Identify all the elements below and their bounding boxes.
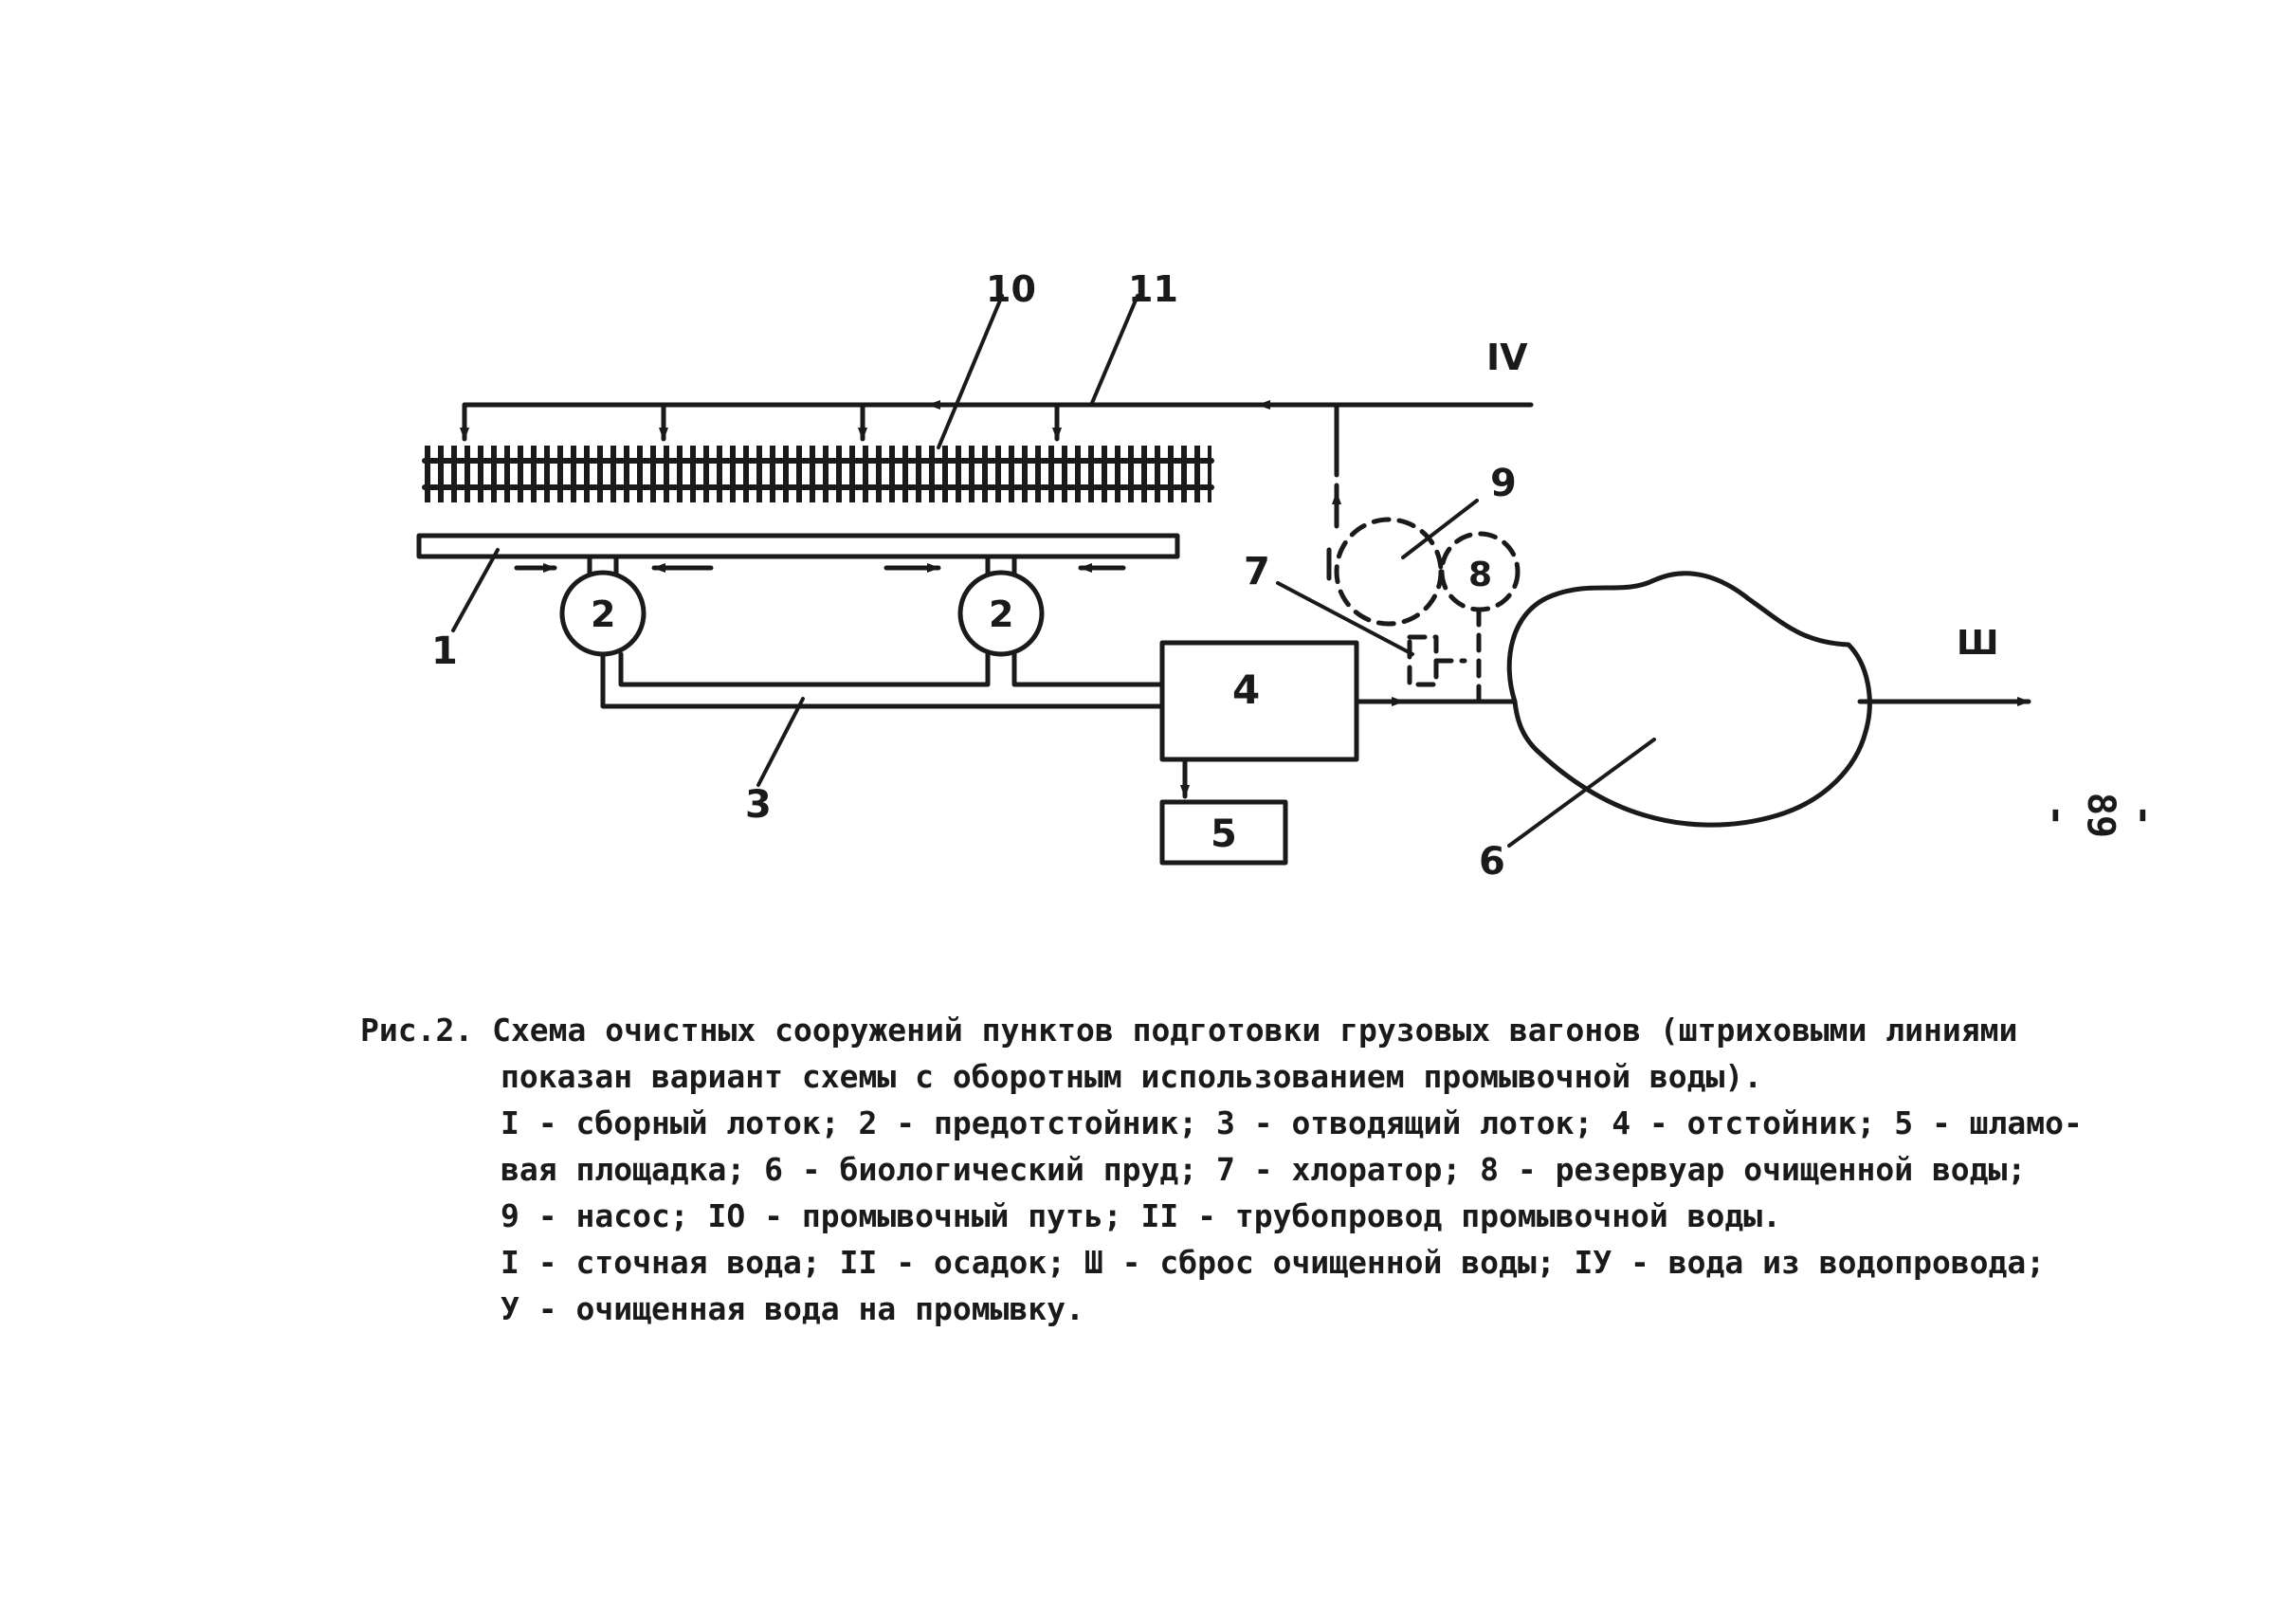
label-1: 1 (431, 630, 458, 673)
label-8: 8 (1468, 556, 1492, 594)
caption-line: У - очищенная вода на промывку. (501, 1290, 1084, 1327)
chlorinator (1407, 634, 1439, 687)
caption-line: вая площадка; 6 - биологический пруд; 7 … (501, 1151, 2027, 1188)
caption-line: I - сточная вода; II - осадок; Ш - сброс… (501, 1244, 2046, 1281)
label-5: 5 (1211, 812, 1237, 856)
pump (1334, 517, 1444, 627)
caption-line: I - сборный лоток; 2 - предотстойник; 3 … (501, 1104, 2083, 1141)
discharge-tray (600, 651, 1165, 709)
label-stream-iii: Ш (1957, 624, 1998, 663)
label-9: 9 (1490, 462, 1517, 505)
label-2-right: 2 (989, 593, 1013, 635)
caption-line: показан вариант схемы с оборотным исполь… (501, 1058, 1763, 1095)
collecting-tray (416, 533, 1180, 573)
label-stream-iv: IV (1486, 337, 1528, 378)
label-11: 11 (1128, 268, 1178, 310)
wash-water-pipeline (460, 400, 1534, 463)
label-7: 7 (1244, 550, 1270, 593)
label-10: 10 (986, 268, 1036, 310)
label-4: 4 (1232, 666, 1260, 713)
washing-track (422, 446, 1214, 502)
caption-line: 9 - насос; IO - промывочный путь; II - т… (501, 1197, 1782, 1234)
figure-caption: Рис.2. Схема очистных сооружений пунктов… (360, 1007, 2180, 1332)
label-3: 3 (745, 783, 772, 827)
sludge-pad (1159, 757, 1288, 866)
label-6: 6 (1479, 840, 1505, 884)
page-number: - 89 - (2035, 792, 2166, 839)
biological-pond (1506, 571, 1872, 828)
pre-settler-right (957, 554, 1045, 657)
caption-line: Рис.2. Схема очистных сооружений пунктов… (360, 1012, 2018, 1049)
label-2-left: 2 (591, 593, 615, 635)
